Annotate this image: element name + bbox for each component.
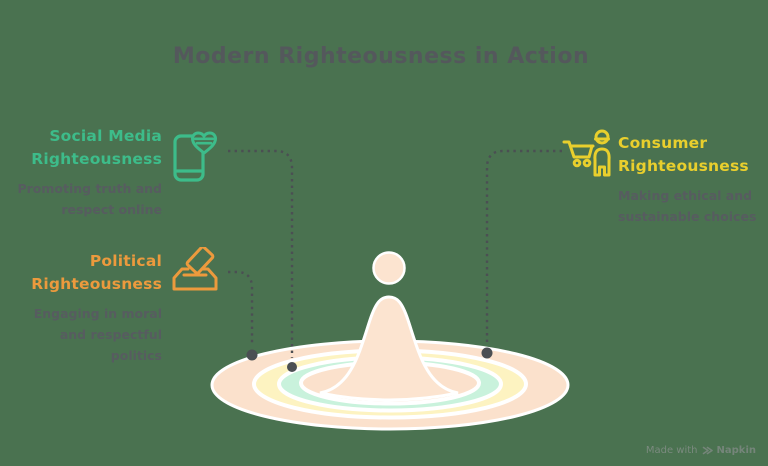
item-heading: Social Media Righteousness	[31, 127, 162, 168]
brand-label: Napkin	[716, 445, 756, 456]
page-title: Modern Righteousness in Action	[172, 44, 590, 69]
person-head	[372, 251, 406, 285]
item-description: Promoting truth and respect online	[17, 181, 162, 217]
cart-person-icon	[562, 127, 614, 182]
connector-political	[228, 270, 254, 346]
item-consumer: Consumer Righteousness Making ethical an…	[618, 132, 764, 227]
connector-consumer	[485, 149, 562, 344]
item-heading: Consumer Righteousness	[618, 134, 749, 175]
connector-dot-consumer	[481, 347, 493, 359]
napkin-logo-icon	[702, 446, 713, 455]
ballot-box-icon	[171, 245, 219, 296]
watermark: Made with Napkin	[646, 445, 756, 456]
made-with-label: Made with	[645, 445, 698, 456]
item-description: Engaging in moral and respectful politic…	[33, 306, 162, 363]
connector-dot-political	[246, 349, 258, 361]
item-description: Making ethical and sustainable choices	[618, 188, 757, 224]
person-body	[319, 295, 459, 402]
connector-dot-social-media	[287, 362, 297, 372]
item-political: Political Righteousness Engaging in mora…	[16, 250, 162, 366]
connector-social-media	[228, 149, 294, 358]
item-heading: Political Righteousness	[31, 252, 162, 293]
item-social-media: Social Media Righteousness Promoting tru…	[16, 125, 162, 220]
phone-heart-icon	[172, 128, 218, 186]
